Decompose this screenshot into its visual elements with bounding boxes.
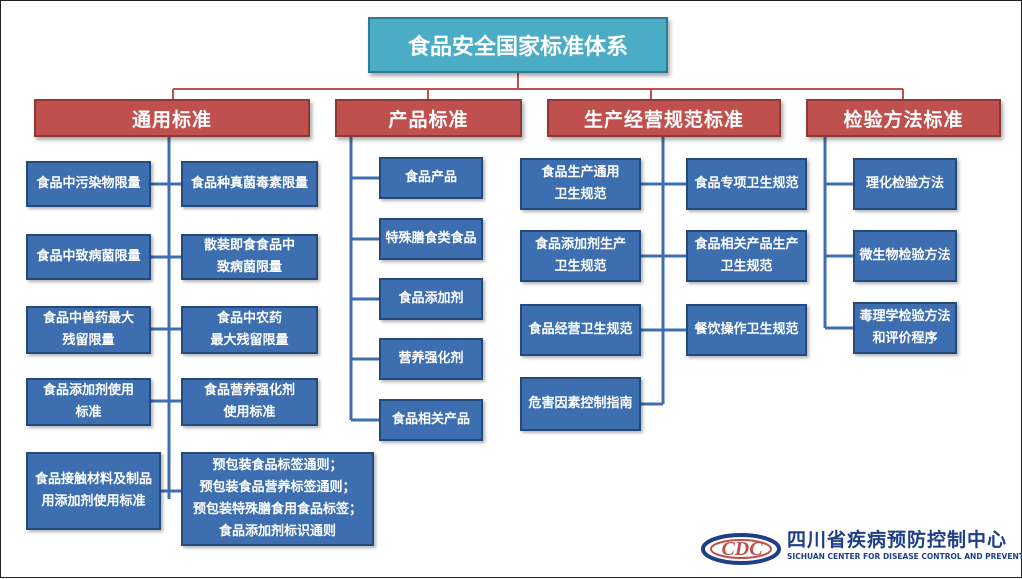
production-left-item: 食品经营卫生规范 — [520, 304, 641, 356]
cdc-logo-mark: CDC — [701, 533, 781, 565]
production-left-item: 食品添加剂生产 卫生规范 — [520, 230, 641, 282]
product-item: 食品产品 — [379, 157, 483, 199]
root-title: 食品安全国家标准体系 — [368, 17, 668, 73]
category-production: 生产经营规范标准 — [547, 99, 781, 137]
general-left-item: 食品添加剂使用 标准 — [26, 378, 151, 426]
general-left-item: 食品中兽药最大 残留限量 — [26, 306, 151, 354]
general-left-item: 食品中致病菌限量 — [26, 234, 151, 280]
logo: CDC 四川省疾病预防控制中心 SICHUAN CENTER FOR DISEA… — [701, 523, 1022, 569]
general-left-item: 食品中污染物限量 — [26, 161, 151, 207]
general-right-item: 食品种真菌毒素限量 — [181, 161, 318, 207]
general-right-item: 食品营养强化剂 使用标准 — [181, 378, 318, 426]
product-item: 食品添加剂 — [379, 278, 483, 320]
category-testing: 检验方法标准 — [806, 99, 1001, 137]
general-left-item: 食品接触材料及制品 用添加剂使用标准 — [26, 452, 161, 530]
production-right-item: 餐饮操作卫生规范 — [686, 304, 807, 356]
production-left-item: 食品生产通用 卫生规范 — [520, 158, 641, 210]
testing-item: 理化检验方法 — [853, 158, 957, 210]
production-right-item: 食品专项卫生规范 — [686, 158, 807, 210]
logo-mark-text: CDC — [721, 538, 763, 560]
production-right-item: 食品相关产品生产 卫生规范 — [686, 230, 807, 282]
general-right-item: 食品中农药 最大残留限量 — [181, 306, 318, 354]
top-connectors — [172, 73, 904, 99]
testing-item: 微生物检验方法 — [853, 230, 957, 282]
product-item: 食品相关产品 — [379, 399, 483, 441]
logo-name-cn: 四川省疾病预防控制中心 — [787, 529, 1008, 551]
product-item: 营养强化剂 — [379, 338, 483, 380]
product-item: 特殊膳食类食品 — [379, 218, 483, 260]
category-general: 通用标准 — [34, 99, 310, 137]
item-connectors — [151, 137, 853, 499]
general-right-item: 预包装食品标签通则； 预包装食品营养标签通则； 预包装特殊膳食用食品标签； 食品… — [181, 452, 374, 546]
production-left-item: 危害因素控制指南 — [520, 377, 641, 431]
logo-name-en: SICHUAN CENTER FOR DISEASE CONTROL AND P… — [787, 552, 1022, 561]
testing-item: 毒理学检验方法 和评价程序 — [853, 302, 957, 354]
category-product: 产品标准 — [335, 99, 522, 137]
general-right-item: 散装即食食品中 致病菌限量 — [181, 234, 318, 280]
